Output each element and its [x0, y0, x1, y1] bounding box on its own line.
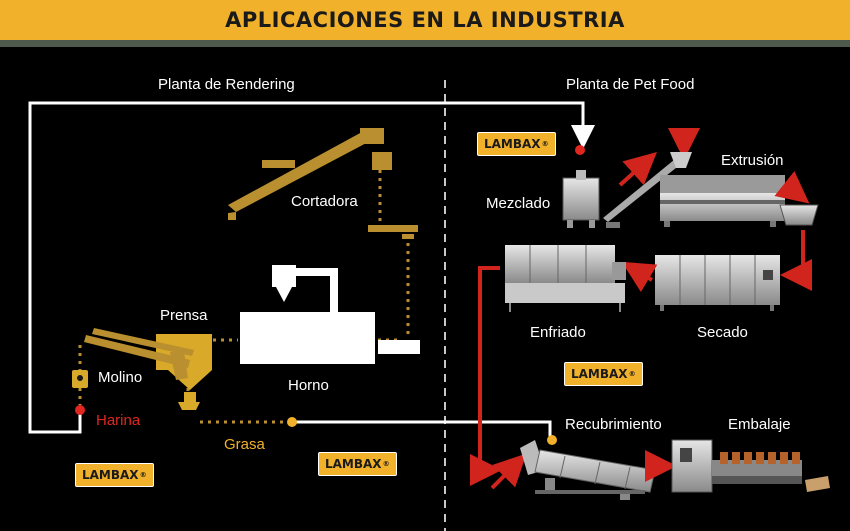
- extrusion-machine: [660, 152, 785, 227]
- registered-mark: ®: [541, 140, 549, 148]
- mezclado-label: Mezclado: [486, 195, 551, 212]
- registered-mark: ®: [628, 370, 636, 378]
- secado-label: Secado: [697, 324, 748, 341]
- lambax-badge-text: LAMBAX: [484, 137, 541, 151]
- grasa-label: Grasa: [224, 436, 265, 453]
- molino-machine: [72, 370, 88, 388]
- horno-machine: [240, 265, 420, 364]
- enfriado-label: Enfriado: [530, 324, 586, 341]
- recubrimiento-machine: [520, 440, 656, 500]
- flow-arrow-coater-feed: [490, 453, 527, 490]
- petfood-section-title: Planta de Pet Food: [566, 76, 695, 93]
- extrusion-feed-conveyor: [603, 155, 686, 228]
- horno-label: Horno: [288, 377, 329, 394]
- lambax-badge-mezclado: LAMBAX®: [477, 132, 556, 156]
- banner-divider: [0, 40, 850, 47]
- grasa-flow-line: [292, 420, 552, 442]
- flow-arrow-to-secado: [780, 230, 812, 291]
- lambax-badge-text: LAMBAX: [82, 468, 139, 482]
- enfriado-machine: [505, 245, 626, 312]
- page-title: APLICACIONES EN LA INDUSTRIA: [225, 8, 625, 32]
- grasa-point: [287, 417, 297, 427]
- cortadora-machine: [228, 128, 418, 239]
- recubrimiento-point: [547, 435, 557, 445]
- flow-arrow-extruder-out: [774, 171, 810, 204]
- lambax-badge-harina: LAMBAX®: [75, 463, 154, 487]
- flow-arrow-mix-extrusion: [618, 152, 657, 187]
- rendering-section-title: Planta de Rendering: [158, 76, 295, 93]
- harina-label: Harina: [96, 412, 141, 429]
- flow-arrow-secado-enfriado: [621, 261, 658, 293]
- extrusion-label: Extrusión: [721, 152, 784, 169]
- embalaje-label: Embalaje: [728, 416, 791, 433]
- prensa-label: Prensa: [160, 307, 208, 324]
- lambax-badge-grasa: LAMBAX®: [318, 452, 397, 476]
- lambax-badge-recubrimiento: LAMBAX®: [564, 362, 643, 386]
- harina-point: [75, 405, 85, 415]
- lambax-badge-text: LAMBAX: [571, 367, 628, 381]
- molino-conveyor: [84, 328, 194, 380]
- extrusion-tray: [779, 204, 819, 226]
- mezclado-point: [575, 145, 585, 155]
- lambax-badge-text: LAMBAX: [325, 457, 382, 471]
- secado-machine: [655, 255, 780, 311]
- registered-mark: ®: [382, 460, 390, 468]
- recubrimiento-label: Recubrimiento: [565, 416, 662, 433]
- harina-flow-line: [28, 101, 595, 434]
- cortadora-label: Cortadora: [291, 193, 358, 210]
- flow-arrow-enfriado-recubrimiento: [470, 266, 502, 486]
- registered-mark: ®: [139, 471, 147, 479]
- embalaje-machine: [671, 439, 830, 493]
- title-banner: APLICACIONES EN LA INDUSTRIA: [0, 0, 850, 40]
- mezclado-machine: [562, 170, 600, 228]
- molino-label: Molino: [98, 369, 143, 386]
